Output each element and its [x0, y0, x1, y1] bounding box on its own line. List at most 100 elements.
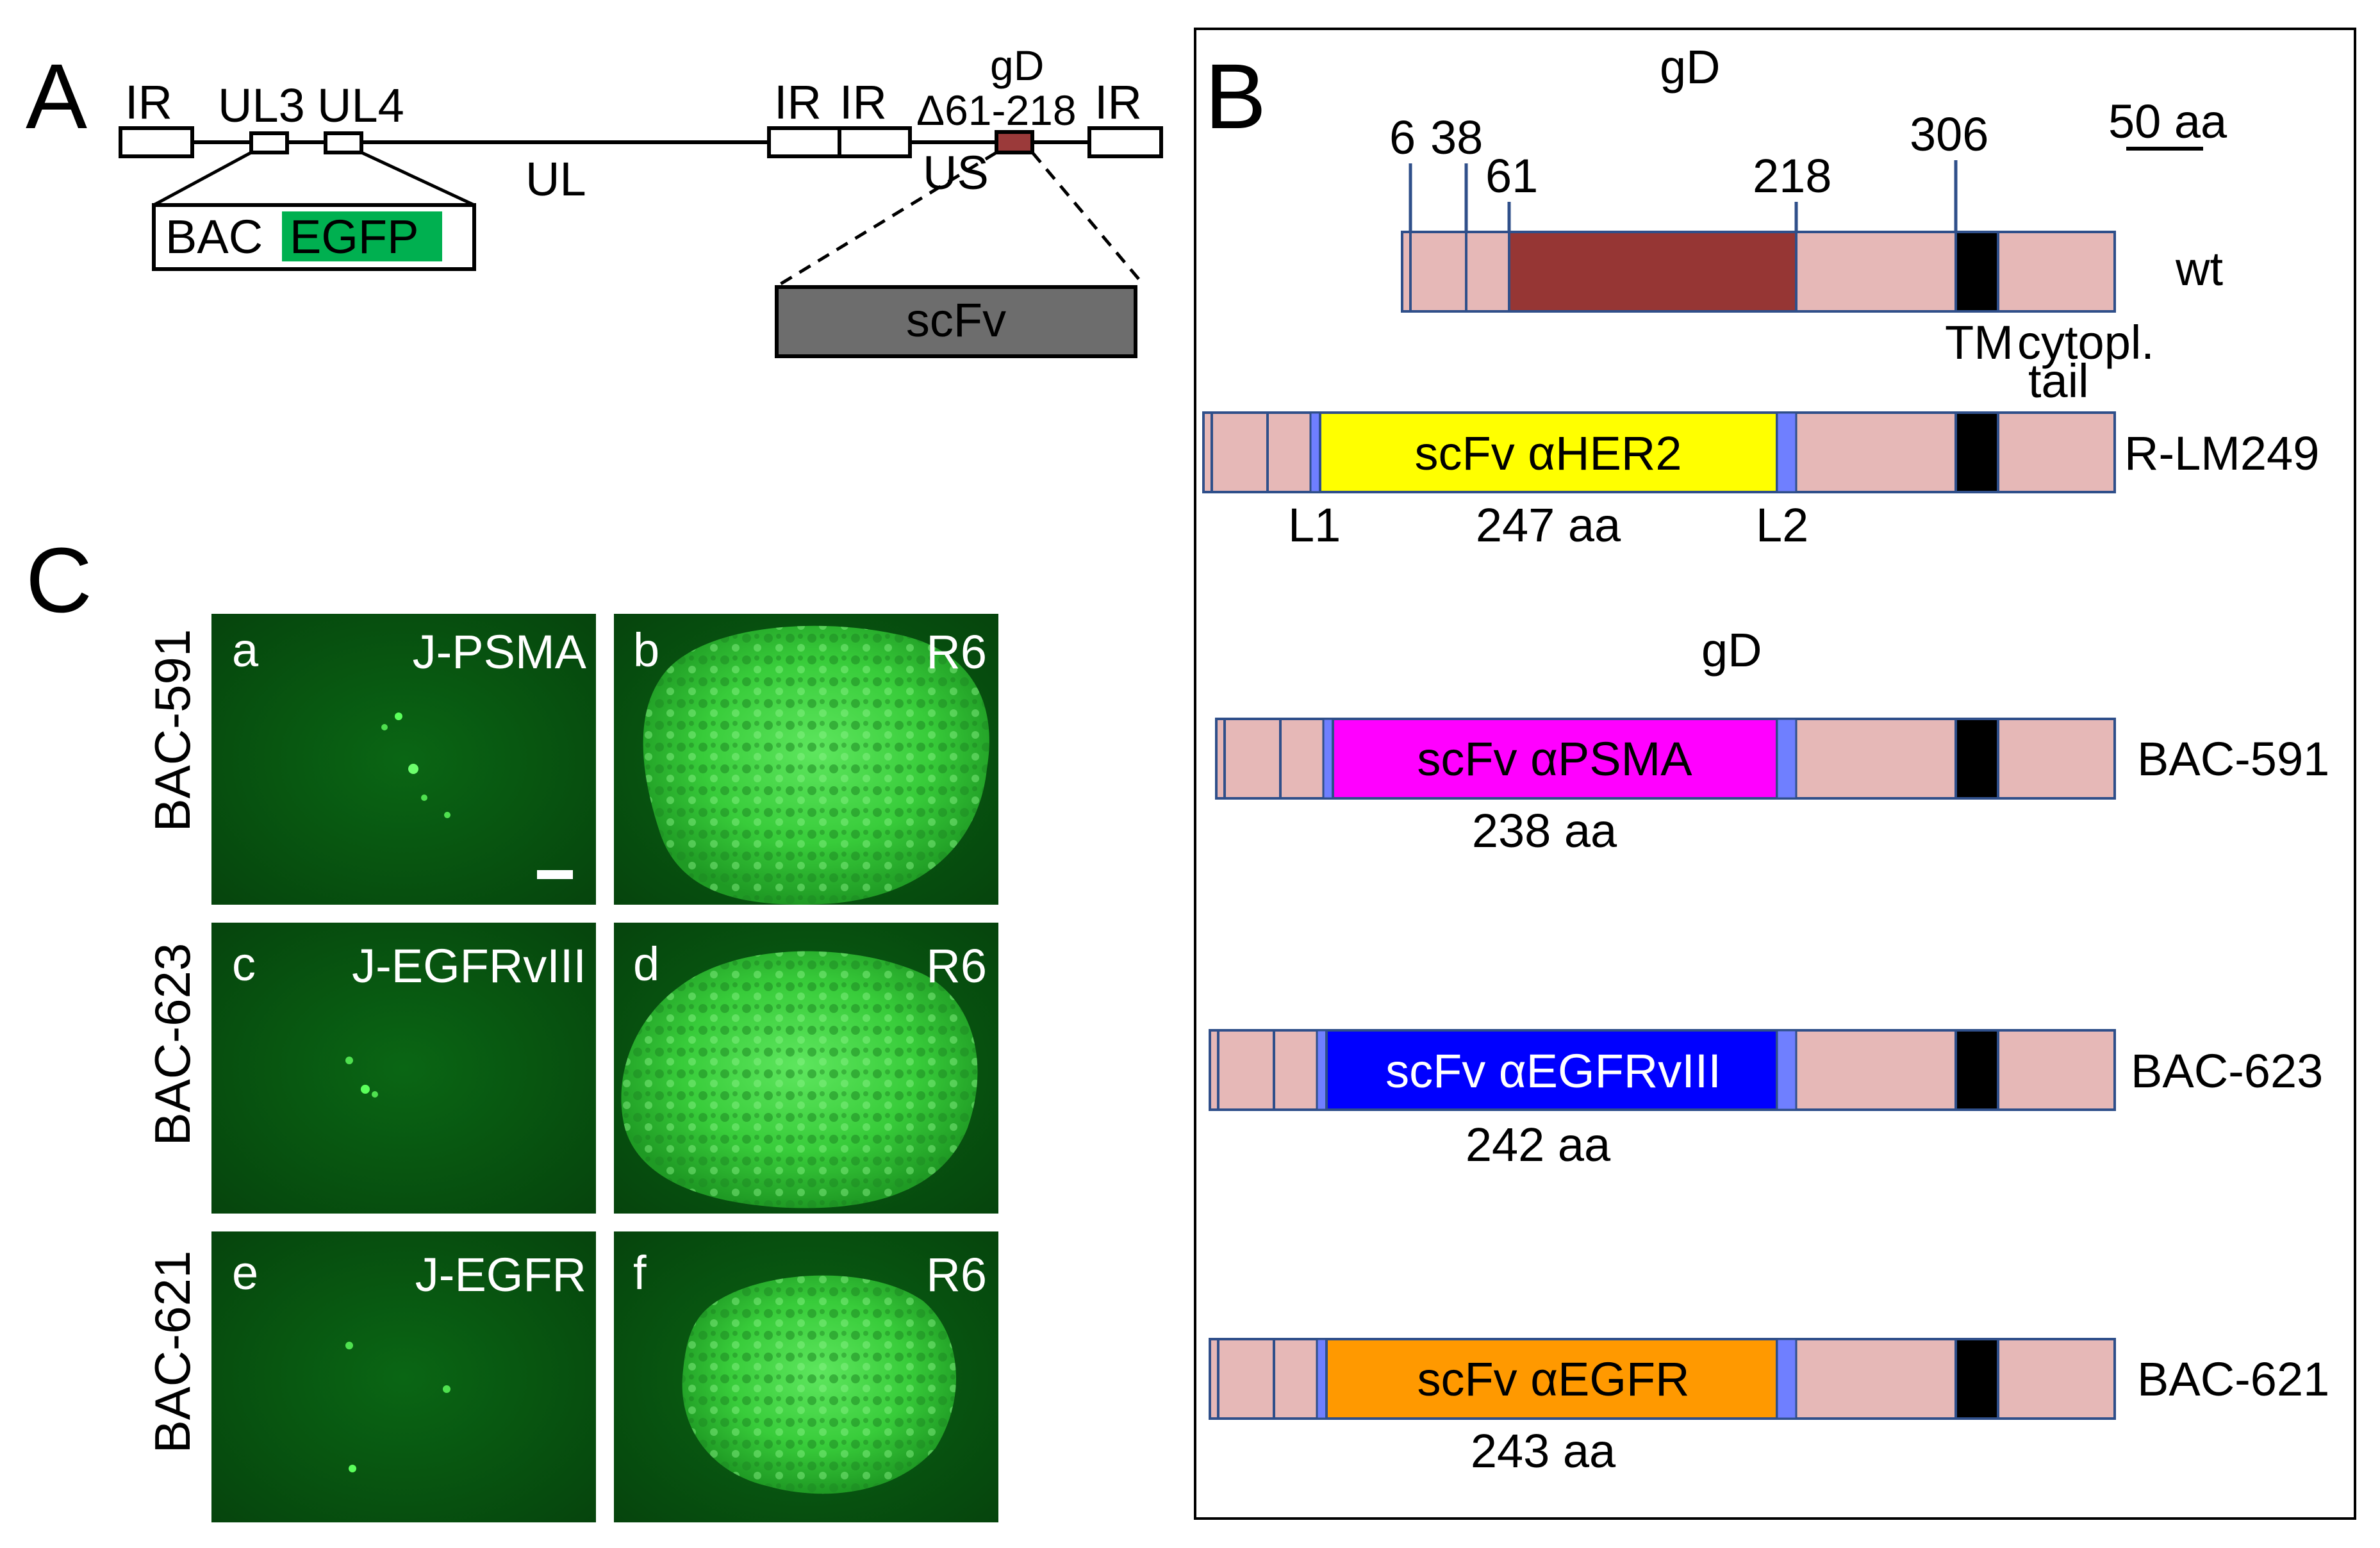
- cell-line-label: J-PSMA: [413, 625, 587, 679]
- insert-label: scFv αEGFR: [1417, 1353, 1689, 1406]
- linker-l1-label: L1: [1288, 498, 1341, 552]
- infected-cell: [372, 1091, 378, 1098]
- egfp-label: EGFP: [290, 210, 418, 263]
- micrograph-e: e J-EGFR: [211, 1231, 596, 1522]
- linker-l1: [1322, 718, 1334, 800]
- position-218: 218: [1753, 149, 1831, 202]
- insert-label: scFv αEGFRvIII: [1385, 1044, 1721, 1098]
- scfv-insert-line-right: [1031, 151, 1145, 286]
- label-ul4: UL4: [317, 79, 404, 132]
- position-306: 306: [1910, 108, 1988, 161]
- panel-c: C BAC-591 a J-PSMA b R6: [26, 529, 998, 1522]
- wt-label: wt: [2175, 242, 2223, 295]
- linker-l2: [1776, 1338, 1797, 1420]
- scfv-insert: [1319, 411, 1778, 493]
- cell-letter: c: [232, 937, 256, 991]
- panel-a-letter: A: [26, 45, 87, 148]
- gd-title-top: gD: [1660, 40, 1721, 94]
- label-gd: gD: [990, 42, 1044, 89]
- gd-title-bottom: gD: [1701, 623, 1762, 677]
- tail-label: tail: [2028, 354, 2089, 408]
- micrograph-row-bac-621: BAC-621 e J-EGFR f R6: [144, 1231, 998, 1522]
- tm-label: TM: [1945, 316, 2013, 369]
- scfv-insert: [1325, 1338, 1778, 1420]
- ul3-box: [249, 131, 289, 154]
- linker-l1: [1316, 1338, 1328, 1420]
- label-ul3: UL3: [218, 79, 305, 132]
- linker-l2-label: L2: [1756, 498, 1808, 552]
- tm-domain: [1954, 1029, 1999, 1111]
- ir-box-3: [838, 126, 912, 158]
- micrograph-f: f R6: [614, 1231, 998, 1522]
- infected-cell: [408, 764, 418, 774]
- length-label: 243 aa: [1471, 1424, 1616, 1478]
- tm-domain: [1954, 411, 1999, 493]
- micrograph-row-bac-623: BAC-623 c J-EGFRvIII d R6: [144, 923, 998, 1214]
- construct-name: BAC-623: [2131, 1044, 2323, 1098]
- construct-bac-623: scFv αEGFRvIII 242 aa BAC-623: [1209, 1029, 2323, 1171]
- plaque-texture: [682, 1275, 957, 1494]
- tm-domain: [1954, 718, 1999, 800]
- scale-label: 50 aa: [2108, 95, 2227, 148]
- label-ir-2: IR: [774, 76, 822, 129]
- length-label: 247 aa: [1476, 498, 1621, 552]
- label-ul: UL: [525, 152, 586, 206]
- wt-tm-domain: [1954, 231, 1999, 313]
- wt-deleted-region: [1508, 231, 1797, 313]
- ir-box-1: [119, 126, 194, 158]
- micrograph-background: [211, 923, 596, 1214]
- cell-letter: f: [633, 1246, 647, 1299]
- position-6: 6: [1389, 111, 1416, 164]
- scfv-insert-box: [775, 285, 1137, 358]
- micrograph-b: b R6: [614, 614, 998, 905]
- infected-cell: [421, 795, 427, 801]
- length-label: 242 aa: [1466, 1118, 1611, 1171]
- cell-line-label: J-EGFRvIII: [352, 939, 586, 992]
- construct-name: R-LM249: [2124, 427, 2319, 480]
- cell-letter: b: [633, 623, 659, 677]
- position-38: 38: [1430, 111, 1483, 164]
- infected-cell: [349, 1465, 356, 1472]
- label-ir-4: IR: [1095, 76, 1142, 129]
- linker-l1: [1309, 411, 1321, 493]
- label-ir-1: IR: [125, 76, 172, 129]
- insert-label: scFv αHER2: [1415, 427, 1682, 480]
- egfp-box: [282, 211, 442, 261]
- length-label: 238 aa: [1472, 804, 1617, 857]
- panel-c-letter: C: [26, 529, 92, 632]
- label-deletion: Δ61-218: [916, 86, 1077, 134]
- infected-cell: [345, 1342, 353, 1349]
- infected-cell: [444, 812, 450, 818]
- linker-l2: [1776, 1029, 1797, 1111]
- ul4-box: [324, 131, 363, 154]
- infected-cell: [443, 1385, 450, 1393]
- micrograph-a: a J-PSMA: [211, 614, 596, 905]
- cell-line-label: R6: [926, 1248, 987, 1301]
- scfv-insert: [1332, 718, 1778, 800]
- label-ir-3: IR: [839, 76, 887, 129]
- micrograph-c: c J-EGFRvIII: [211, 923, 596, 1214]
- plaque-texture: [643, 625, 989, 905]
- panel-b-letter: B: [1205, 45, 1266, 148]
- construct-name: BAC-621: [2137, 1353, 2329, 1406]
- ir-box-2: [767, 126, 841, 158]
- cell-line-label: R6: [926, 939, 987, 992]
- infected-cell: [361, 1085, 370, 1094]
- bac-insert-line-left: [153, 151, 252, 207]
- cell-line-label: R6: [926, 625, 987, 679]
- infected-cell: [395, 712, 402, 720]
- position-61: 61: [1485, 149, 1538, 202]
- linker-l1: [1316, 1029, 1328, 1111]
- cell-letter: e: [232, 1246, 258, 1299]
- scale-bar: [537, 870, 573, 879]
- row-label: BAC-623: [144, 943, 201, 1146]
- gd-gene-box: [995, 130, 1034, 154]
- micrograph-background: [211, 614, 596, 905]
- panel-a: A IR UL3 UL4 UL IR IR US IR gD Δ61-218 B…: [26, 42, 1163, 358]
- construct-bac-591: scFv αPSMA 238 aa BAC-591: [1215, 718, 2329, 857]
- ir-box-4: [1087, 126, 1163, 158]
- row-label: BAC-591: [144, 629, 201, 832]
- tm-domain: [1954, 1338, 1999, 1420]
- cell-line-label: J-EGFR: [415, 1248, 586, 1301]
